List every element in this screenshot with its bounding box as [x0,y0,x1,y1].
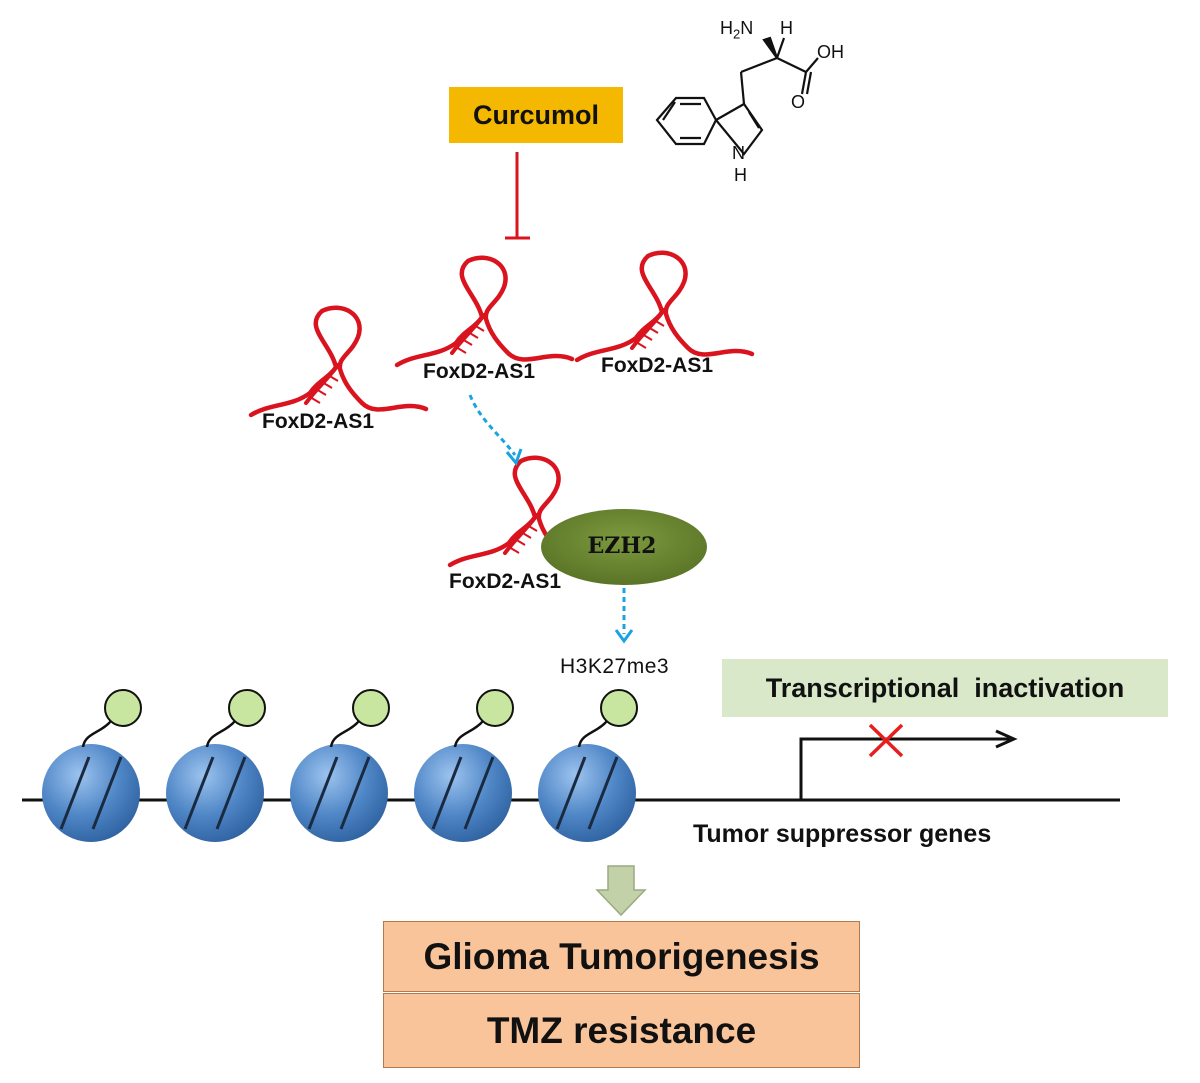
inhibition-arrow [505,152,530,240]
indole-nitrogen-label: N [732,143,745,163]
blocked-x-icon [868,723,904,758]
nucleosome-2 [166,689,266,842]
lncrna-structure-2 [397,258,572,365]
methyl-mark-1 [104,689,142,727]
nucleosome-4 [414,689,514,842]
transcription-start-arrow [799,729,1018,800]
lncrna-label-1: FoxD2-AS1 [262,410,375,433]
ezh2-label: EZH2 [587,533,657,559]
transcriptional-inactivation-label: Transcriptional inactivation [722,659,1168,717]
curcumol-label: Curcumol [449,87,623,143]
methyl-mark-2 [228,689,266,727]
methylation-arrow [614,588,634,644]
lncrna-label-4: FoxD2-AS1 [449,570,562,593]
hydroxyl-label: OH [817,42,844,62]
methyl-mark-3 [352,689,390,727]
tmz-resistance-box: TMZ resistance [383,993,860,1068]
alpha-hydrogen-label: H [780,18,793,38]
lncrna-label-3: FoxD2-AS1 [601,354,714,377]
outcome-arrow [595,865,647,917]
amine-atom-label: H2N [720,18,754,42]
methyl-mark-5 [600,689,638,727]
nucleosome-5 [538,689,638,842]
nucleosome-1 [42,689,142,842]
h3k27me3-label: H3K27me3 [560,655,670,678]
indole-hydrogen-label: H [734,165,747,185]
nucleosome-array [42,689,638,842]
glioma-tumorigenesis-box: Glioma Tumorigenesis [383,921,860,992]
nucleosome-3 [290,689,390,842]
recruitment-arrow [468,394,523,467]
methyl-mark-4 [476,689,514,727]
carbonyl-oxygen-label: O [791,92,806,112]
lncrna-label-2: FoxD2-AS1 [423,360,536,383]
tumor-suppressor-genes-label: Tumor suppressor genes [693,820,992,848]
lncrna-structure-3 [577,253,752,360]
chemical-structure [655,36,819,156]
ezh2-enzyme [541,509,707,585]
